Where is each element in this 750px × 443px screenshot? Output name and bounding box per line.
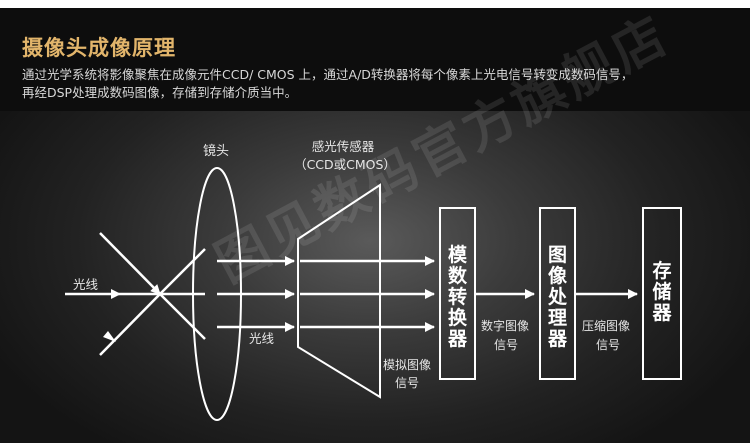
image-processor-box: [539, 207, 576, 380]
camera-imaging-diagram: 镜头 感光传感器 （CCD或CMOS） 光线 光线 模拟图像 信号 数字图像 信…: [65, 139, 682, 421]
ray-top-left: [99, 232, 161, 295]
incoming-light-rays: [65, 232, 206, 356]
processor-char-5: 器: [547, 328, 568, 350]
processor-char-1: 图: [548, 244, 567, 266]
ray-arrowhead-bottom: [103, 331, 116, 342]
storage-box: [642, 207, 682, 380]
ray-arrowheads: [103, 331, 116, 342]
page-title: 摄像头成像原理: [22, 36, 176, 60]
compressed-signal-label-2: 信号: [596, 338, 620, 352]
rays-to-adc: [300, 256, 435, 332]
compressed-signal-label-1: 压缩图像: [582, 318, 630, 333]
storage-char-3: 器: [651, 302, 672, 324]
description-line-2: 再经DSP处理成数码图像，存储到存储介质当中。: [22, 85, 298, 100]
processor-char-3: 处: [547, 285, 568, 308]
light-label-bottom: 光线: [249, 331, 275, 346]
adc-char-2: 数: [448, 264, 468, 287]
ray-cross-down: [159, 293, 206, 340]
digital-signal-label-1: 数字图像: [481, 318, 529, 333]
analog-signal-label-2: 信号: [395, 376, 419, 390]
sensor-sublabel: （CCD或CMOS）: [294, 157, 396, 172]
ray-cross-up: [159, 248, 206, 295]
sensor-shape: [297, 183, 381, 399]
adc-char-3: 转: [448, 285, 467, 308]
adc-char-5: 器: [447, 328, 468, 350]
storage-char-1: 存: [652, 259, 671, 282]
description-line-1: 通过光学系统将影像聚焦在成像元件CCD/ CMOS 上，通过A/D转换器将每个像…: [22, 67, 634, 82]
storage-char-2: 储: [652, 280, 671, 303]
processor-char-4: 理: [548, 307, 567, 329]
header: 摄像头成像原理 通过光学系统将影像聚焦在成像元件CCD/ CMOS 上，通过A/…: [0, 8, 750, 111]
processor-char-2: 像: [548, 264, 568, 287]
top-band: [0, 0, 750, 8]
adc-box-text: 模 数 转 换 器: [447, 243, 468, 350]
parallel-rays-to-sensor: [217, 256, 295, 332]
analog-signal-label-1: 模拟图像: [383, 358, 431, 372]
ray-bottom-left: [99, 293, 161, 356]
lens-label: 镜头: [203, 144, 229, 159]
adc-char-1: 模: [448, 243, 468, 266]
description: 通过光学系统将影像聚焦在成像元件CCD/ CMOS 上，通过A/D转换器将每个像…: [22, 66, 732, 102]
sensor-label: 感光传感器: [312, 139, 375, 154]
adc-char-4: 换: [448, 306, 468, 329]
storage-box-text: 存 储 器: [651, 259, 672, 324]
image-processor-box-text: 图 像 处 理 器: [547, 244, 568, 350]
adc-box: [439, 207, 476, 380]
diagram-background: [0, 111, 750, 443]
digital-signal-label-2: 信号: [494, 338, 518, 352]
light-label-left: 光线: [73, 277, 99, 292]
